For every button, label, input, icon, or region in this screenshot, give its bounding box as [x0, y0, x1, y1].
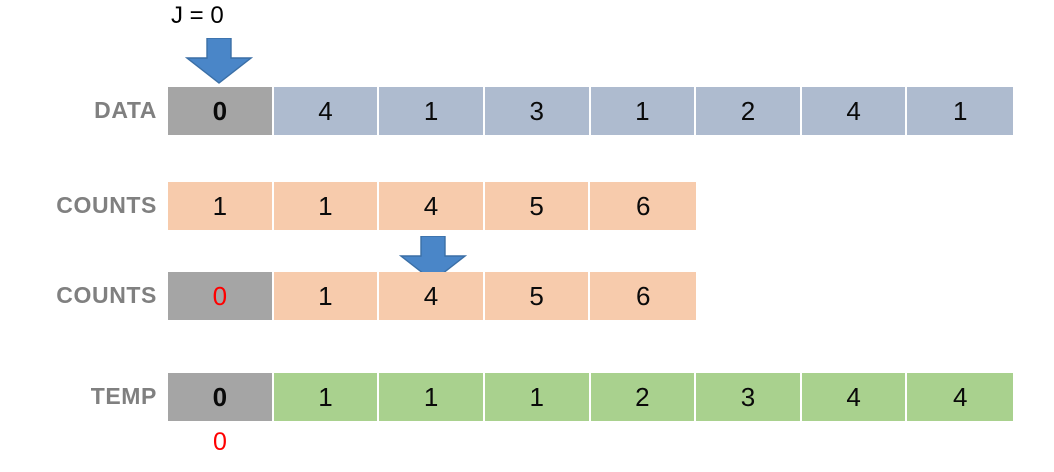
array-cell: 1: [273, 373, 380, 421]
array-cell: 4: [801, 87, 908, 135]
array-cell: 3: [484, 87, 591, 135]
array-cell: 4: [273, 87, 380, 135]
array-cell: 1: [168, 182, 274, 230]
j-variable-label: J = 0: [171, 2, 224, 29]
row-label-temp: TEMP: [90, 383, 157, 409]
array-cell: 1: [907, 87, 1013, 135]
array-cell: 1: [273, 182, 380, 230]
array-cell: 4: [379, 272, 485, 320]
array-cell: 0: [168, 272, 274, 320]
array-cell: 2: [696, 87, 802, 135]
array-cell: 0: [168, 373, 274, 421]
row-label-data: DATA: [94, 97, 157, 123]
array-cell: 1: [379, 87, 485, 135]
counts-index-arrow: [398, 235, 468, 287]
array-cell: 3: [696, 373, 802, 421]
array-cell: 1: [379, 373, 485, 421]
array-cell: 4: [907, 373, 1013, 421]
array-cell: 5: [484, 272, 591, 320]
array-cell: 4: [801, 373, 908, 421]
array-cell: 1: [273, 272, 380, 320]
row-label-counts-before: COUNTS: [56, 192, 157, 218]
array-cell: 6: [590, 182, 696, 230]
array-cell: 4: [379, 182, 485, 230]
array-cell: 6: [590, 272, 696, 320]
array-cell: 0: [168, 87, 274, 135]
temp-output-note: 0: [213, 428, 227, 456]
data-index-arrow: [184, 37, 254, 89]
array-cell: 5: [484, 182, 591, 230]
array-cell: 1: [484, 373, 591, 421]
array-cell: 2: [590, 373, 697, 421]
array-cell: 1: [590, 87, 697, 135]
row-label-counts-after: COUNTS: [56, 282, 157, 308]
